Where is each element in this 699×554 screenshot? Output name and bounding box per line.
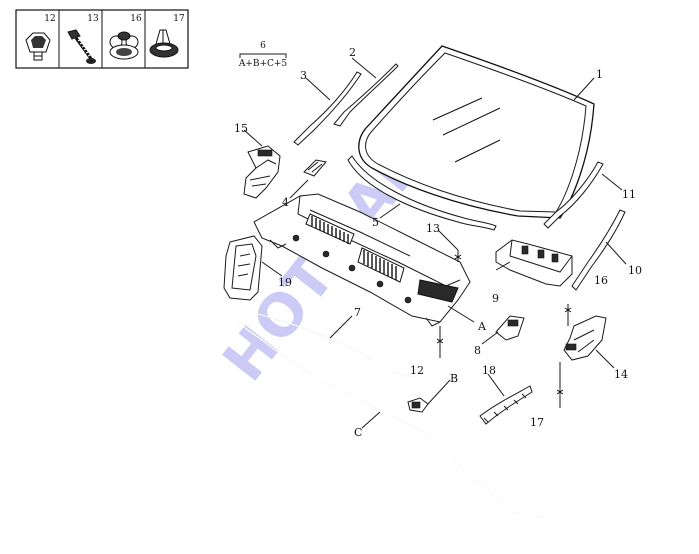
callout-C: C xyxy=(354,426,362,439)
callout-10: 10 xyxy=(628,264,642,277)
callout-17: 17 xyxy=(530,416,544,429)
callout-18: 18 xyxy=(482,364,496,377)
callout-12: 12 xyxy=(410,364,424,377)
push-rivet-icon xyxy=(109,31,139,60)
side-moulding-11 xyxy=(543,161,604,229)
fir-tree-clip-icon xyxy=(149,29,179,58)
callout-4: 4 xyxy=(282,196,289,209)
left-bracket-15 xyxy=(243,145,281,199)
callouts: 1 2 3 4 5 7 8 9 10 11 12 13 14 15 16 17 … xyxy=(234,46,642,439)
side-cover-19 xyxy=(223,235,263,301)
fastener-label-17: 17 xyxy=(173,14,185,24)
fastener-label-13: 13 xyxy=(87,14,99,24)
callout-3: 3 xyxy=(300,69,307,82)
lower-moulding-5 xyxy=(347,155,497,231)
hose-connector-B xyxy=(407,397,429,413)
callout-5: 5 xyxy=(372,216,379,229)
fastener-label-12: 12 xyxy=(44,14,55,24)
callout-8: 8 xyxy=(474,344,481,357)
leader-lines xyxy=(243,57,627,429)
pillar-moulding-3 xyxy=(293,71,362,146)
pillar-moulding-2 xyxy=(333,63,399,127)
callout-9: 9 xyxy=(492,292,499,305)
assembly-group: 6 A+B+C+5 xyxy=(238,41,288,69)
small-clip-4 xyxy=(303,159,327,177)
callout-11: 11 xyxy=(622,188,636,201)
washer-hose-7 xyxy=(257,313,413,378)
callout-15: 15 xyxy=(234,122,248,135)
cowl-grille xyxy=(305,213,459,303)
clip-nut-icon xyxy=(25,32,51,61)
callout-A: A xyxy=(477,320,487,333)
right-bracket-14 xyxy=(563,315,607,361)
callout-19: 19 xyxy=(278,276,292,289)
callout-7: 7 xyxy=(354,306,361,319)
assembly-number: 6 xyxy=(260,41,266,51)
cowl-panel xyxy=(253,193,471,327)
assembly-formula: A+B+C+5 xyxy=(238,59,288,69)
fastener-label-16: 16 xyxy=(130,14,142,24)
side-moulding-10 xyxy=(571,209,626,291)
callout-2: 2 xyxy=(349,46,356,59)
windshield-glass xyxy=(358,45,595,219)
callout-1: 1 xyxy=(596,68,603,81)
callout-16: 16 xyxy=(594,274,608,287)
small-cover-8 xyxy=(495,315,525,341)
callout-13: 13 xyxy=(426,222,440,235)
washer-hose-C xyxy=(237,317,547,517)
callout-14: 14 xyxy=(614,368,628,381)
curved-seal-18 xyxy=(479,385,533,425)
callout-B: B xyxy=(450,372,458,385)
tapping-screw-icon xyxy=(67,29,96,64)
fastener-table: 12 13 16 17 xyxy=(15,9,189,69)
